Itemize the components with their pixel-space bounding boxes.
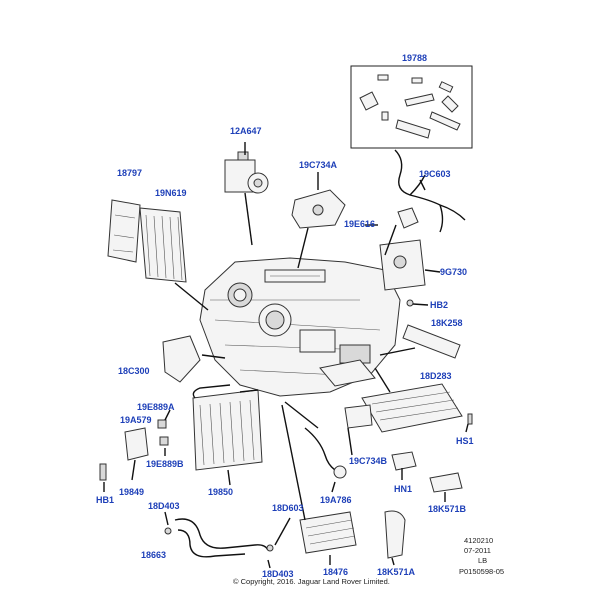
label-19C603[interactable]: 19C603 xyxy=(419,169,451,179)
label-19A786[interactable]: 19A786 xyxy=(320,495,352,505)
label-19788[interactable]: 19788 xyxy=(402,53,428,63)
footer-code-4: P0150598-05 xyxy=(459,567,505,576)
part-12A647 xyxy=(224,151,269,194)
part-19N619 xyxy=(139,207,187,283)
harness-19C603 xyxy=(394,149,466,233)
part-18797 xyxy=(107,199,141,263)
label-19A579[interactable]: 19A579 xyxy=(120,415,152,425)
part-9G730 xyxy=(379,239,426,291)
footer-code-1: 4120210 xyxy=(464,536,494,545)
label-18K571A[interactable]: 18K571A xyxy=(377,567,416,577)
part-18K571B xyxy=(429,472,463,493)
label-9G730[interactable]: 9G730 xyxy=(440,267,468,277)
label-18D403-bottom[interactable]: 18D403 xyxy=(262,569,294,579)
part-18663 xyxy=(164,518,274,558)
part-19C734B xyxy=(344,404,373,429)
label-18K258[interactable]: 18K258 xyxy=(431,318,463,328)
parts-19788 xyxy=(359,74,461,139)
leader-lines xyxy=(103,142,469,569)
label-HB1[interactable]: HB1 xyxy=(96,495,115,505)
label-HB2[interactable]: HB2 xyxy=(430,300,449,310)
part-19A579 xyxy=(124,427,149,461)
part-18D283 xyxy=(361,383,463,433)
hvac-housing xyxy=(199,257,401,397)
label-18476[interactable]: 18476 xyxy=(323,567,349,577)
part-HN1 xyxy=(391,451,417,471)
label-19C734B[interactable]: 19C734B xyxy=(349,456,388,466)
part-18K571A xyxy=(384,510,406,559)
label-19E889A[interactable]: 19E889A xyxy=(137,402,175,412)
label-18D283[interactable]: 18D283 xyxy=(420,371,452,381)
kit-box-19788 xyxy=(350,65,473,149)
label-18K571B[interactable]: 18K571B xyxy=(428,504,467,514)
label-18663[interactable]: 18663 xyxy=(141,550,167,560)
label-19849[interactable]: 19849 xyxy=(119,487,145,497)
footer-code-3: LB xyxy=(478,556,488,565)
label-19E616[interactable]: 19E616 xyxy=(344,219,376,229)
label-HN1[interactable]: HN1 xyxy=(394,484,413,494)
label-12A647[interactable]: 12A647 xyxy=(230,126,262,136)
part-18K258 xyxy=(402,324,461,359)
label-19C734A[interactable]: 19C734A xyxy=(299,160,338,170)
label-18C300[interactable]: 18C300 xyxy=(118,366,150,376)
footer-code-2: 07-2011 xyxy=(464,546,491,555)
label-19E889B[interactable]: 19E889B xyxy=(146,459,184,469)
part-18C300 xyxy=(162,335,201,383)
part-19C734A xyxy=(291,189,346,229)
label-HS1[interactable]: HS1 xyxy=(456,436,474,446)
part-18476 xyxy=(299,511,357,554)
label-18D403-top[interactable]: 18D403 xyxy=(148,501,180,511)
part-19E616 xyxy=(397,207,419,229)
label-18797[interactable]: 18797 xyxy=(117,168,143,178)
part-HB1 xyxy=(99,463,107,481)
part-HS1 xyxy=(467,413,473,425)
part-19850 xyxy=(192,384,263,471)
label-18D603[interactable]: 18D603 xyxy=(272,503,304,513)
part-HB2 xyxy=(406,299,414,307)
label-19850[interactable]: 19850 xyxy=(208,487,234,497)
label-19N619[interactable]: 19N619 xyxy=(155,188,187,198)
part-19A786 xyxy=(304,427,347,479)
copyright-text: © Copyright, 2016. Jaguar Land Rover Lim… xyxy=(233,577,390,586)
